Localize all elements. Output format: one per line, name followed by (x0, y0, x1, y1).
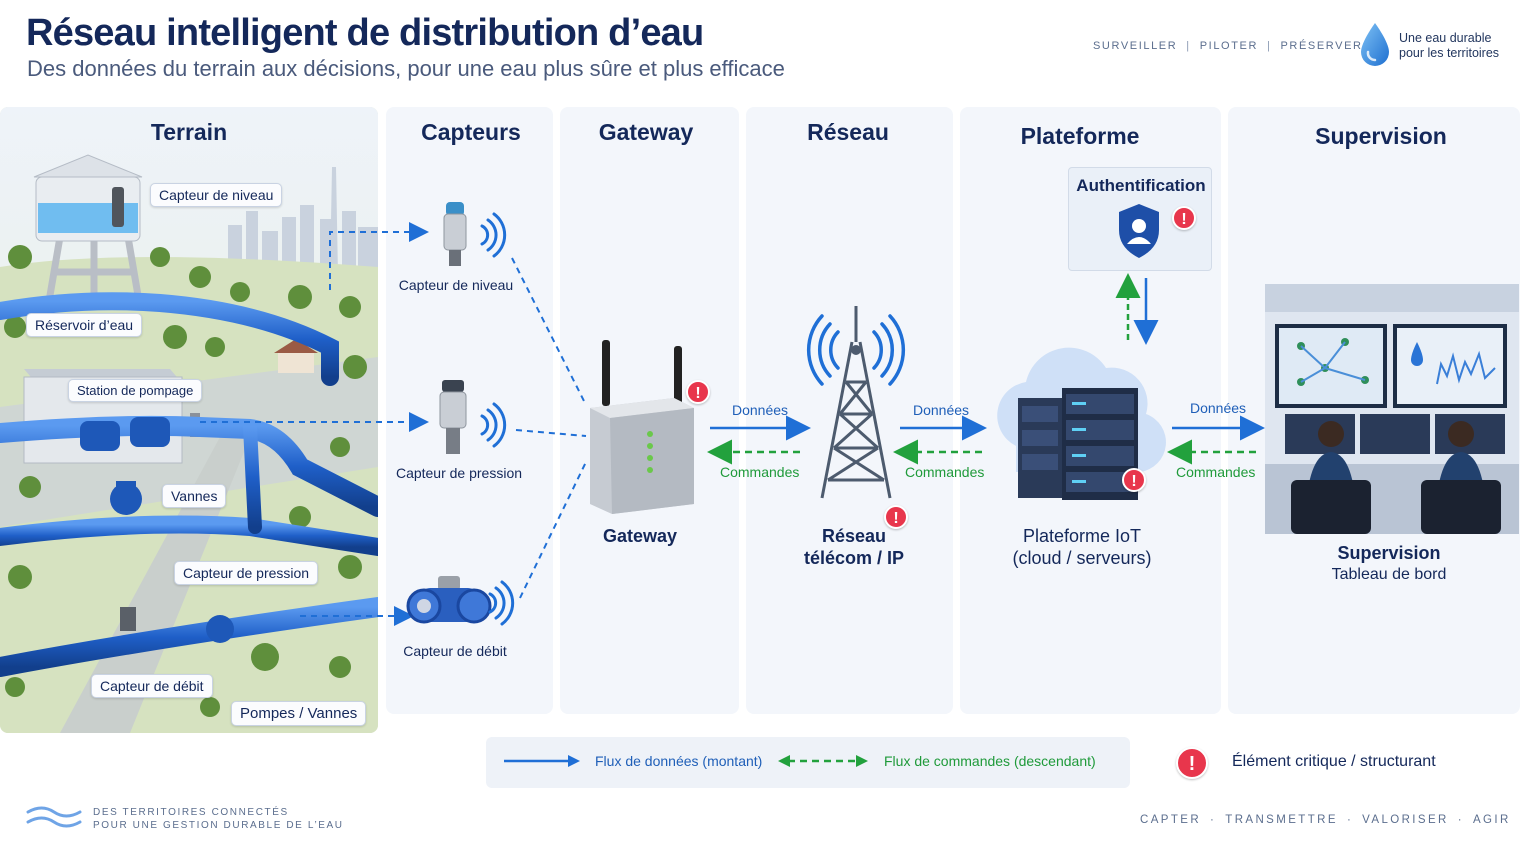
footer-step: AGIR (1472, 814, 1511, 826)
user-shield-icon (1119, 204, 1159, 258)
flow-label-cmd-1: Commandes (720, 464, 800, 480)
plateforme-line-2: (cloud / serveurs) (1012, 548, 1152, 568)
footer-right-text: CAPTER·TRANSMETTRE·VALORISER·AGIR (1140, 814, 1511, 826)
supervision-line-2: Tableau de bord (1331, 566, 1447, 583)
footer-left-text: DES TERRITOIRES CONNECTÉS POUR UNE GESTI… (93, 806, 344, 832)
city-skyline (228, 167, 378, 275)
terrain-illustration: Capteur de niveau Réservoir d’eau Statio… (0, 107, 378, 733)
terrain-label-reservoir: Réservoir d’eau (26, 313, 143, 337)
terrain-label-capteur-pression: Capteur de pression (174, 561, 319, 585)
connector-sensor-gateway-3 (519, 461, 587, 599)
house (274, 339, 318, 373)
waves-icon (26, 806, 82, 828)
critical-badge-network: ! (884, 505, 908, 529)
sensor-label-pression: Capteur de pression (395, 465, 523, 481)
tagline-item: PILOTER (1199, 40, 1259, 52)
reseau-line-2: télécom / IP (803, 548, 905, 568)
column-title-plateforme: Plateforme (1020, 123, 1140, 149)
brand-text: Une eau durable pour les territoires (1399, 31, 1519, 61)
gateway-device-icon (590, 340, 694, 514)
column-title-gateway: Gateway (598, 119, 694, 145)
tagline-item: SURVEILLER (1093, 40, 1178, 52)
connector-sensor-gateway-2 (515, 429, 587, 437)
pressure-sensor-icon (439, 380, 507, 454)
terrain-label-station: Station de pompage (68, 379, 203, 402)
footer-step: VALORISER (1362, 814, 1449, 826)
page-subtitle: Des données du terrain aux décisions, po… (27, 56, 785, 81)
flow-label-data-1: Données (732, 402, 789, 418)
legend-critical-icon: ! (1176, 747, 1208, 779)
footer-left-line: POUR UNE GESTION DURABLE DE L’EAU (93, 820, 344, 831)
terrain-label-vannes: Vannes (162, 484, 227, 508)
critical-badge-auth: ! (1172, 206, 1196, 230)
column-title-reseau: Réseau (807, 119, 889, 145)
sensor-label-debit: Capteur de débit (403, 643, 507, 659)
column-title-supervision: Supervision (1315, 123, 1447, 149)
connector-niveau (329, 222, 429, 290)
node-label-reseau: Réseau télécom / IP (794, 525, 914, 569)
server-rack-icon (1018, 388, 1138, 500)
brand-line: pour les territoires (1399, 46, 1500, 60)
tagline: SURVEILLER|PILOTER|PRÉSERVER (1093, 40, 1363, 52)
legend-critical-label: Élément critique / structurant (1232, 753, 1436, 770)
supervision-line-1: Supervision (1337, 543, 1441, 563)
column-title-capteurs: Capteurs (421, 119, 521, 145)
footer-step: TRANSMETTRE (1225, 814, 1338, 826)
level-sensor-icon (443, 202, 507, 266)
sensor-label-niveau: Capteur de niveau (398, 277, 514, 293)
flow-label-cmd-2: Commandes (905, 464, 985, 480)
telecom-tower-icon (806, 306, 906, 499)
legend-command-arrow (778, 755, 868, 767)
auth-title: Authentification (1076, 176, 1206, 195)
terrain-label-capteur-debit: Capteur de débit (91, 674, 213, 698)
pumps (80, 417, 234, 643)
node-label-plateforme: Plateforme IoT (cloud / serveurs) (1002, 525, 1162, 569)
critical-badge-gateway: ! (686, 380, 710, 404)
reseau-line-1: Réseau (821, 526, 887, 546)
legend-data-arrow (504, 755, 580, 767)
water-tower (33, 154, 144, 308)
terrain-label-capteur-niveau: Capteur de niveau (150, 183, 283, 207)
footer-left-line: DES TERRITOIRES CONNECTÉS (93, 807, 289, 818)
flow-label-data-2: Données (913, 402, 970, 418)
tagline-item: PRÉSERVER (1280, 40, 1363, 52)
flow-label-cmd-3: Commandes (1176, 464, 1256, 480)
critical-badge-platform: ! (1122, 468, 1146, 492)
flow-label-data-3: Données (1190, 400, 1247, 416)
connector-sensor-gateway-1 (511, 257, 587, 406)
legend-box (486, 737, 1130, 788)
flow-meter-icon (406, 576, 515, 626)
legend-command-label: Flux de commandes (descendant) (884, 753, 1096, 769)
control-room-illustration (1265, 284, 1519, 534)
terrain-label-pompes-vannes: Pompes / Vannes (231, 701, 367, 726)
pipes (0, 292, 378, 677)
plateforme-line-1: Plateforme IoT (1022, 526, 1142, 546)
trees (4, 245, 367, 717)
water-drop-icon (1361, 23, 1389, 66)
node-label-supervision: Supervision Tableau de bord (1276, 542, 1502, 586)
legend-data-label: Flux de données (montant) (595, 753, 763, 769)
footer-step: CAPTER (1140, 814, 1202, 826)
column-title-terrain: Terrain (150, 119, 228, 145)
column-reseau (746, 107, 953, 714)
page-title: Réseau intelligent de distribution d’eau (26, 12, 704, 54)
brand-line: Une eau durable (1399, 31, 1492, 45)
node-label-gateway: Gateway (602, 526, 678, 546)
